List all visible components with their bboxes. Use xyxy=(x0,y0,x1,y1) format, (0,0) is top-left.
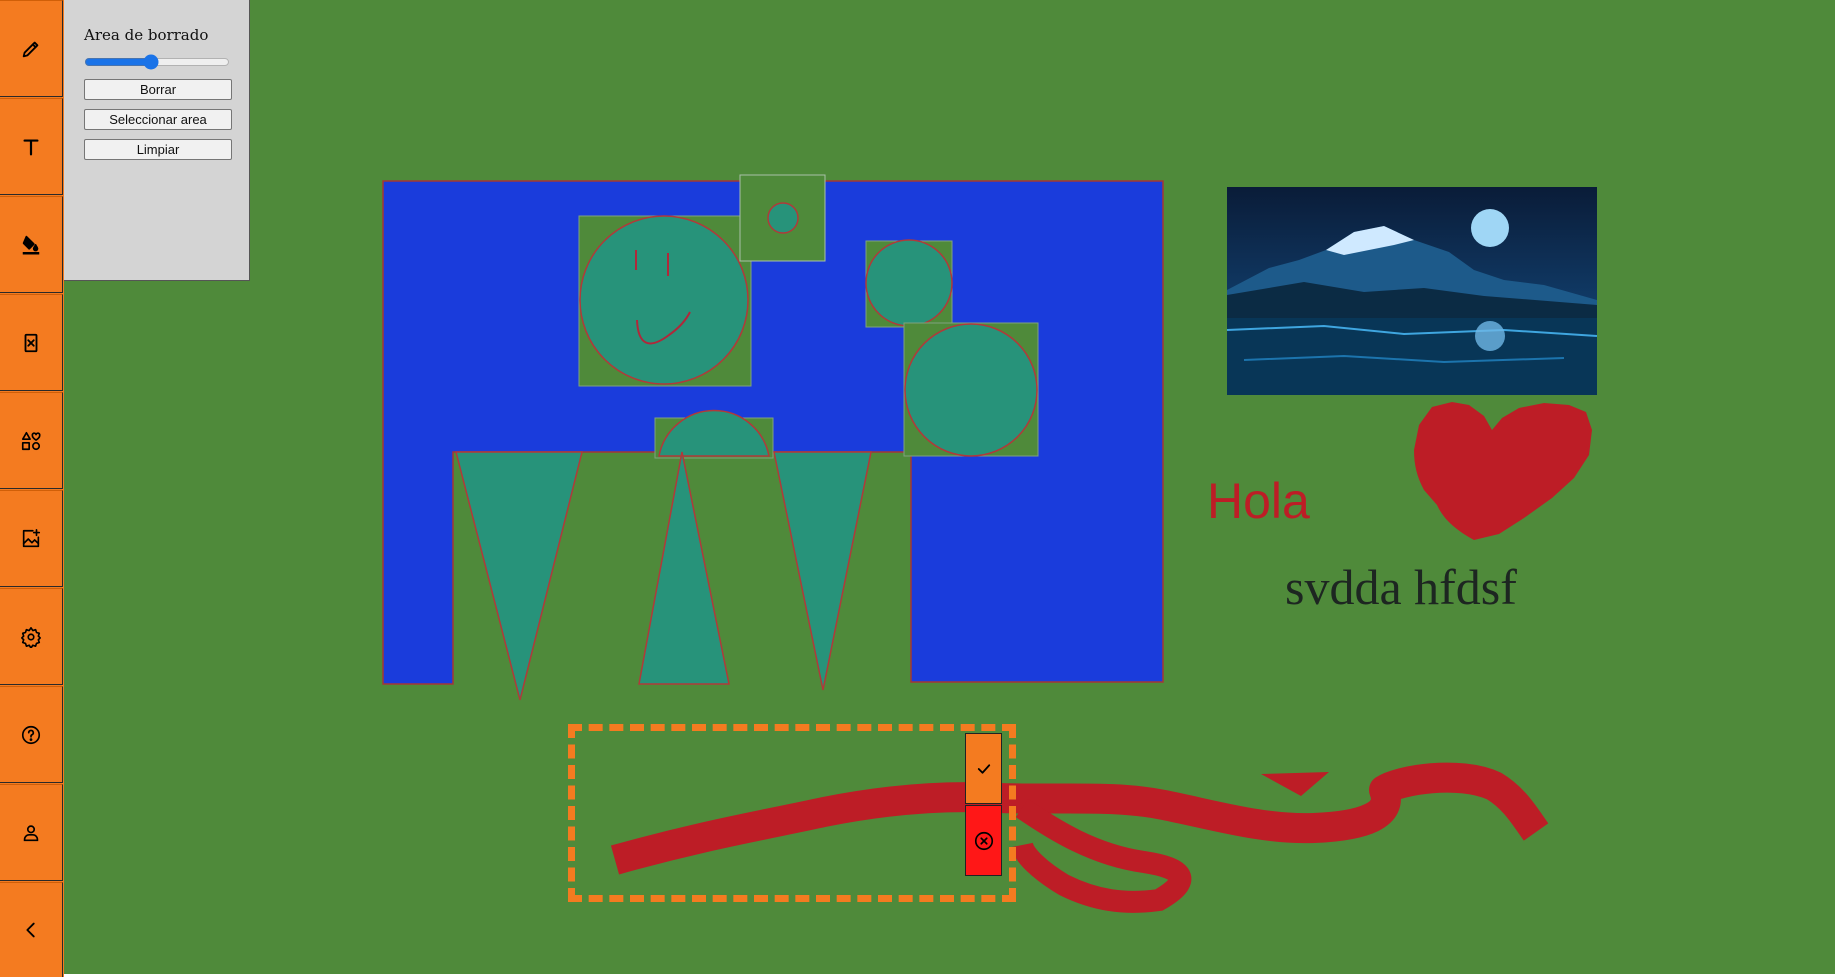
landscape-image xyxy=(1226,187,1598,395)
text-tool-button[interactable] xyxy=(0,98,63,195)
user-button[interactable] xyxy=(0,784,63,881)
red-brush-stroke xyxy=(610,762,1549,913)
cancel-selection-button[interactable] xyxy=(965,805,1002,876)
svdda-text: svdda hfdsf xyxy=(1285,559,1517,615)
triangle-right xyxy=(773,451,872,691)
settings-button[interactable] xyxy=(0,588,63,685)
fill-tool-button[interactable] xyxy=(0,196,63,293)
eraser-icon xyxy=(24,333,38,352)
circle-square-3 xyxy=(865,239,953,328)
eraser-options-panel: Area de borrado Borrar Seleccionar area … xyxy=(64,0,250,281)
add-image-tool-button[interactable] xyxy=(0,490,63,587)
gear-icon xyxy=(21,626,41,648)
circle-square-2 xyxy=(739,174,826,262)
eraser-size-slider[interactable] xyxy=(84,54,230,70)
pencil-tool-button[interactable] xyxy=(0,0,63,97)
drawing-canvas[interactable]: Hola svdda hfdsf xyxy=(64,0,1835,974)
chevron-left-icon xyxy=(26,922,35,938)
shapes-icon xyxy=(21,431,41,450)
eraser-area-label: Area de borrado xyxy=(84,26,209,44)
collapse-toolbar-button[interactable] xyxy=(0,882,63,977)
help-button[interactable] xyxy=(0,686,63,783)
circle-square-1 xyxy=(578,215,752,387)
half-circle-square xyxy=(654,409,774,459)
circle-square-4 xyxy=(903,322,1039,457)
erase-button[interactable]: Borrar xyxy=(84,79,232,100)
shapes-tool-button[interactable] xyxy=(0,392,63,489)
triangle-middle xyxy=(638,451,730,685)
paint-bucket-icon xyxy=(22,235,40,254)
heart-drawing xyxy=(1414,402,1592,540)
add-image-icon xyxy=(22,528,41,547)
text-icon xyxy=(23,138,39,155)
toolbar xyxy=(0,0,64,977)
selection-area[interactable] xyxy=(568,724,1016,902)
clear-button[interactable]: Limpiar xyxy=(84,139,232,160)
select-area-button[interactable]: Seleccionar area xyxy=(84,109,232,130)
close-circle-icon xyxy=(974,831,993,850)
help-icon xyxy=(21,725,41,744)
triangle-left xyxy=(455,451,583,701)
confirm-selection-button[interactable] xyxy=(965,733,1002,804)
check-icon xyxy=(977,763,990,774)
canvas-drawing[interactable]: Hola svdda hfdsf xyxy=(64,0,1835,974)
pencil-icon xyxy=(22,41,39,57)
user-icon xyxy=(23,824,39,841)
hola-text: Hola xyxy=(1207,473,1310,529)
eraser-tool-button[interactable] xyxy=(0,294,63,391)
